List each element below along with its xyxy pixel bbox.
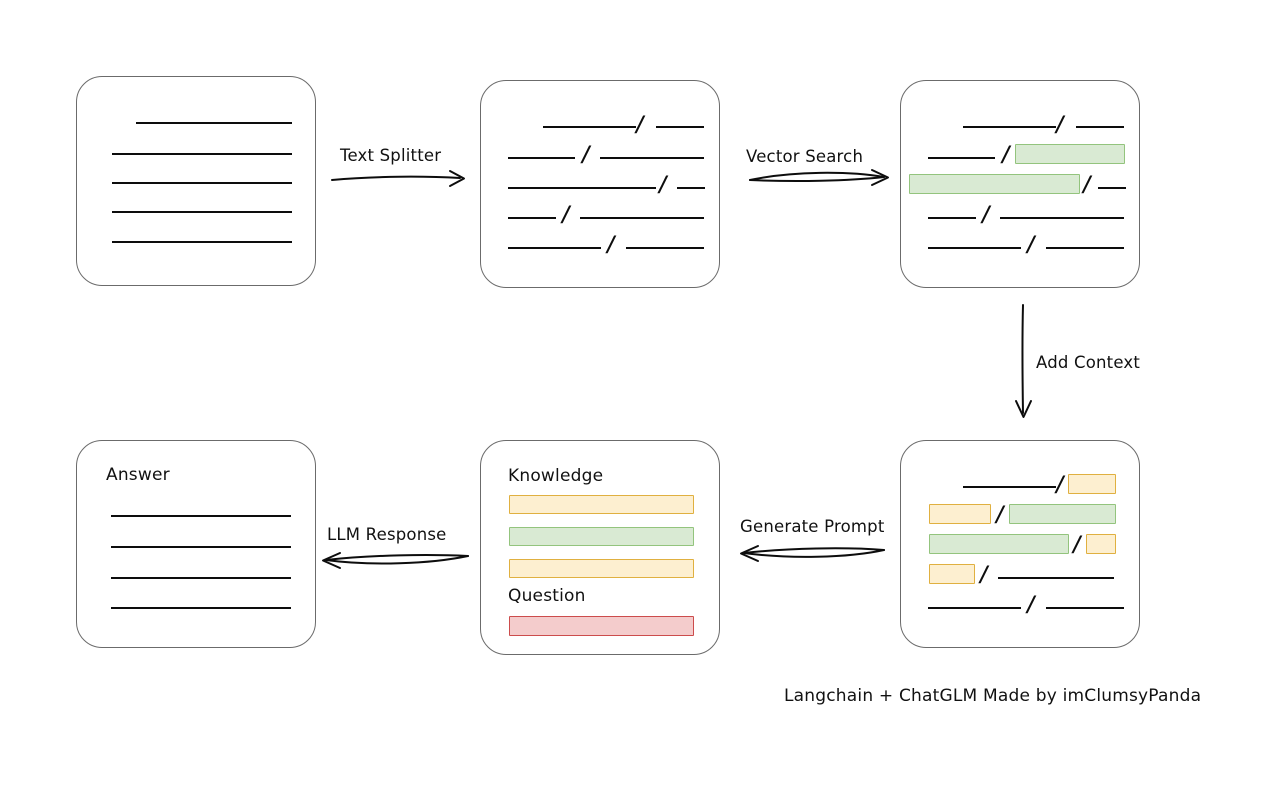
- context-document-box[interactable]: / / / / /: [900, 440, 1140, 648]
- context-chunk-yellow[interactable]: [929, 504, 991, 524]
- answer-line: [111, 607, 291, 609]
- matched-chunk-green[interactable]: [1015, 144, 1125, 164]
- chunk-line: [928, 247, 1021, 249]
- chunk-separator: /: [1056, 471, 1064, 496]
- arrow-add-context: [1015, 304, 1032, 418]
- chunk-separator: /: [1073, 531, 1081, 556]
- edge-label-add-context: Add Context: [1036, 353, 1141, 372]
- document-line: [112, 241, 292, 243]
- chunk-separator: /: [1002, 141, 1010, 166]
- chunk-separator: /: [636, 111, 644, 136]
- chunk-separator: /: [996, 501, 1004, 526]
- edge-label-text-splitter: Text Splitter: [340, 146, 442, 165]
- knowledge-chunk-yellow[interactable]: [509, 495, 694, 514]
- context-chunk-green[interactable]: [1009, 504, 1116, 524]
- chunk-line: [1046, 607, 1124, 609]
- answer-label: Answer: [106, 465, 170, 485]
- edge-label-generate-prompt: Generate Prompt: [740, 517, 885, 536]
- chunk-line: [1000, 217, 1124, 219]
- knowledge-label: Knowledge: [508, 466, 604, 486]
- context-chunk-green[interactable]: [929, 534, 1069, 554]
- document-line: [112, 182, 292, 184]
- chunk-line: [928, 217, 976, 219]
- arrow-llm-response: [322, 552, 469, 569]
- chunk-separator: /: [607, 231, 615, 256]
- arrow-vector-search: [749, 169, 889, 186]
- context-chunk-yellow[interactable]: [1086, 534, 1116, 554]
- context-chunk-yellow[interactable]: [929, 564, 975, 584]
- knowledge-chunk-green[interactable]: [509, 527, 694, 546]
- chunk-line: [600, 157, 704, 159]
- question-chunk-red[interactable]: [509, 616, 694, 636]
- chunk-separator: /: [1083, 171, 1091, 196]
- edge-label-llm-response: LLM Response: [327, 525, 447, 544]
- chunk-line: [963, 486, 1056, 488]
- document-line: [136, 122, 292, 124]
- arrow-generate-prompt: [740, 545, 885, 562]
- edge-label-vector-search: Vector Search: [746, 147, 864, 166]
- chunk-separator: /: [659, 171, 667, 196]
- chunk-line: [1098, 187, 1126, 189]
- chunk-line: [626, 247, 704, 249]
- matched-document-box[interactable]: / / / / /: [900, 80, 1140, 288]
- document-line: [112, 211, 292, 213]
- knowledge-chunk-yellow[interactable]: [509, 559, 694, 578]
- answer-line: [111, 577, 291, 579]
- chunk-line: [928, 607, 1021, 609]
- chunk-line: [508, 157, 575, 159]
- chunk-line: [928, 157, 995, 159]
- chunk-line: [656, 126, 704, 128]
- chunk-separator: /: [1056, 111, 1064, 136]
- source-document-box[interactable]: [76, 76, 316, 286]
- matched-chunk-green[interactable]: [909, 174, 1080, 194]
- chunk-line: [543, 126, 636, 128]
- chunk-line: [677, 187, 705, 189]
- context-chunk-yellow[interactable]: [1068, 474, 1116, 494]
- chunk-line: [508, 247, 601, 249]
- chunk-line: [580, 217, 704, 219]
- chunk-line: [1046, 247, 1124, 249]
- chunk-line: [998, 577, 1114, 579]
- answer-box[interactable]: Answer: [76, 440, 316, 648]
- split-document-box[interactable]: / / / / /: [480, 80, 720, 288]
- document-line: [112, 153, 292, 155]
- chunk-separator: /: [982, 201, 990, 226]
- arrow-text-splitter: [331, 170, 465, 187]
- prompt-box[interactable]: Knowledge Question: [480, 440, 720, 655]
- chunk-separator: /: [980, 561, 988, 586]
- chunk-separator: /: [582, 141, 590, 166]
- footer-credit: Langchain + ChatGLM Made by imClumsyPand…: [784, 686, 1202, 706]
- chunk-line: [963, 126, 1056, 128]
- chunk-line: [508, 187, 656, 189]
- chunk-separator: /: [1027, 591, 1035, 616]
- question-label: Question: [508, 586, 586, 606]
- chunk-line: [508, 217, 556, 219]
- chunk-separator: /: [1027, 231, 1035, 256]
- answer-line: [111, 515, 291, 517]
- chunk-separator: /: [562, 201, 570, 226]
- chunk-line: [1076, 126, 1124, 128]
- answer-line: [111, 546, 291, 548]
